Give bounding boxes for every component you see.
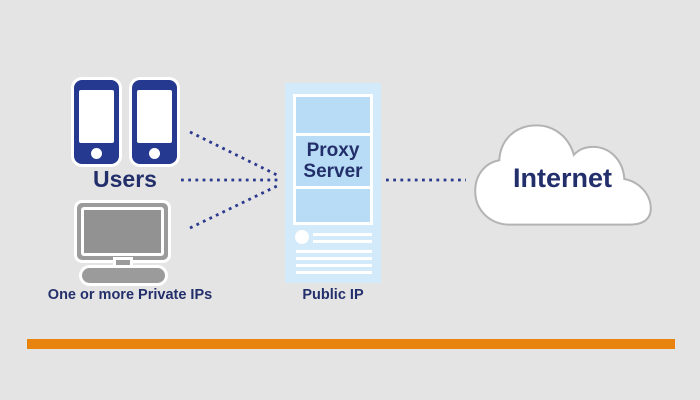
private-ips-caption: One or more Private IPs bbox=[47, 287, 213, 303]
server-vent-slot bbox=[296, 271, 372, 274]
internet-cloud-group bbox=[468, 120, 658, 230]
monitor-screen bbox=[81, 207, 164, 256]
cloud-icon bbox=[468, 120, 658, 230]
smartphone-screen bbox=[79, 90, 114, 143]
server-panel-top bbox=[296, 97, 370, 133]
server-panels: Proxy Server bbox=[293, 94, 373, 225]
server-vent-slot bbox=[296, 250, 372, 253]
proxy-server-label: Proxy Server bbox=[303, 140, 363, 182]
internet-label: Internet bbox=[512, 163, 612, 193]
public-ip-caption: Public IP bbox=[302, 287, 364, 303]
desktop-monitor-icon bbox=[77, 203, 168, 260]
server-panel-bottom bbox=[296, 189, 370, 222]
server-rack-icon: Proxy Server bbox=[285, 83, 381, 283]
accent-bar bbox=[27, 339, 675, 349]
server-vent-slot bbox=[296, 257, 372, 260]
server-vent-slot bbox=[313, 233, 372, 236]
smartphone-home-button bbox=[91, 148, 102, 159]
server-panel-label: Proxy Server bbox=[296, 136, 370, 186]
smartphone-icon bbox=[132, 80, 177, 164]
server-vent-slot bbox=[313, 240, 372, 243]
smartphone-home-button bbox=[149, 148, 160, 159]
smartphone-icon bbox=[74, 80, 119, 164]
monitor-stand bbox=[116, 260, 130, 270]
server-led-icon bbox=[295, 230, 309, 244]
users-label: Users bbox=[93, 166, 157, 192]
smartphone-screen bbox=[137, 90, 172, 143]
connector-phones-to-proxy bbox=[189, 130, 278, 177]
server-vent-slot bbox=[296, 264, 372, 267]
monitor-base bbox=[82, 268, 165, 283]
connector-monitor-to-proxy bbox=[189, 184, 278, 230]
